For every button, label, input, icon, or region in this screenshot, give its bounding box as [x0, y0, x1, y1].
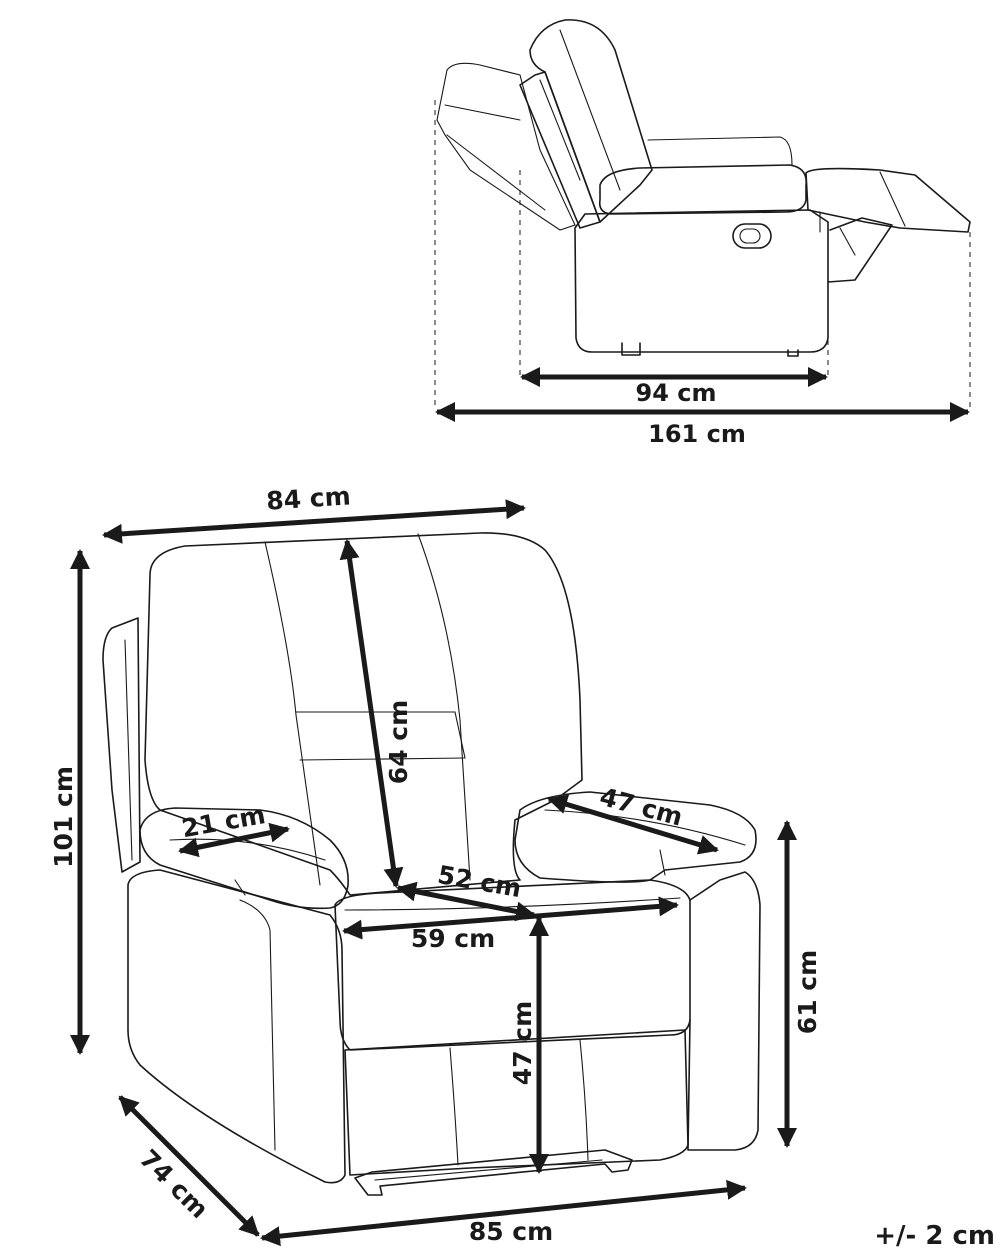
front-width-bottom-label: 85 cm: [469, 1217, 553, 1246]
front-armrest-length-label: 47 cm: [597, 782, 686, 832]
front-depth-label: 74 cm: [134, 1144, 214, 1224]
front-seat-width-label: 59 cm: [411, 924, 495, 953]
front-seat-width-dimension: [342, 896, 679, 940]
front-height-label: 101 cm: [49, 766, 78, 868]
projection-lines: [434, 100, 971, 410]
tolerance-note: +/- 2 cm: [874, 1221, 995, 1250]
front-backrest-dimension: [339, 539, 404, 888]
front-width-top-label: 84 cm: [265, 481, 351, 515]
front-width-bottom-dimension: [260, 1179, 747, 1247]
side-seat-depth-label: 94 cm: [636, 379, 717, 407]
front-armrest-length-dimension: [547, 794, 719, 855]
front-view-illustration: [102, 532, 761, 1196]
front-depth-dimension: [118, 1095, 260, 1237]
side-view-illustration: [436, 19, 971, 357]
front-seat-height-label: 47 cm: [508, 1001, 537, 1085]
side-reclined-length-label: 161 cm: [648, 420, 746, 448]
front-armrest-width-dimension: [178, 822, 290, 858]
front-width-top-dimension: [102, 499, 526, 544]
front-armrest-height-label: 61 cm: [793, 950, 822, 1034]
front-backrest-label: 64 cm: [384, 700, 413, 784]
